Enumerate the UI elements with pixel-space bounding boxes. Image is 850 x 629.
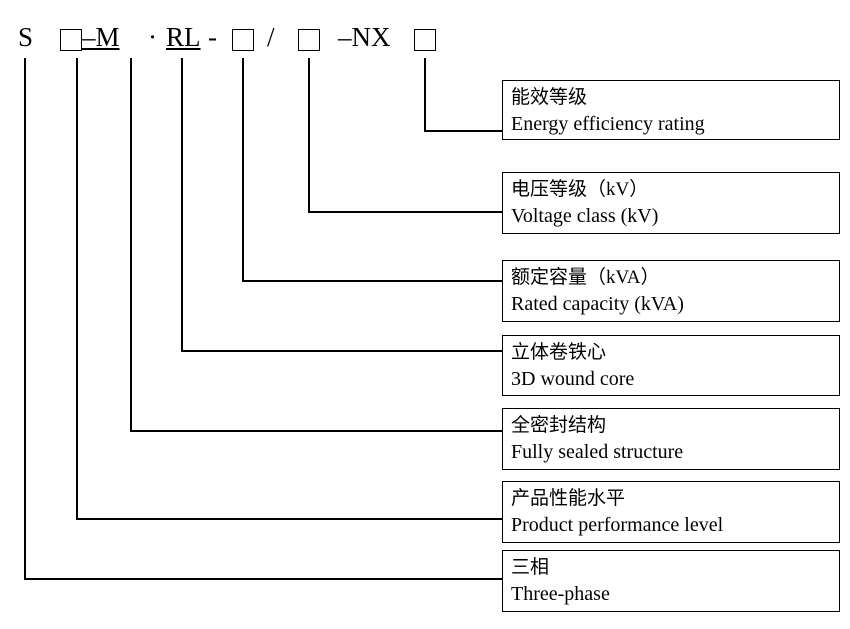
label-en-fully-sealed-structure: Fully sealed structure (511, 441, 684, 463)
leader-horizontal-three-phase (24, 578, 502, 580)
model-code-row: S –M · RL - / –NX (0, 16, 470, 58)
leader-horizontal-rated-capacity (242, 280, 502, 282)
label-en-voltage-class: Voltage class (kV) (511, 205, 659, 227)
label-cn-three-phase: 三相 (511, 557, 550, 578)
label-box-voltage-class: 电压等级（kV） Voltage class (kV) (502, 172, 840, 234)
label-cn-fully-sealed-structure: 全密封结构 (511, 415, 607, 436)
label-box-fully-sealed-structure: 全密封结构 Fully sealed structure (502, 408, 840, 470)
label-en-energy-efficiency-rating: Energy efficiency rating (511, 113, 705, 135)
label-en-rated-capacity: Rated capacity (kVA) (511, 293, 684, 315)
leader-horizontal-voltage-class (308, 211, 502, 213)
label-cn-product-performance-level: 产品性能水平 (511, 488, 626, 509)
leader-horizontal-energy-efficiency-rating (424, 130, 502, 132)
code-box-capacity (232, 29, 254, 51)
leader-vertical-fully-sealed-structure (130, 58, 132, 430)
label-en-3d-wound-core: 3D wound core (511, 368, 635, 390)
code-token-0: S (18, 22, 34, 52)
label-box-3d-wound-core: 立体卷铁心 3D wound core (502, 335, 840, 396)
code-token-4: - (208, 22, 217, 52)
label-cn-energy-efficiency-rating: 能效等级 (511, 87, 588, 108)
code-box-efficiency (414, 29, 436, 51)
leader-vertical-energy-efficiency-rating (424, 58, 426, 130)
leader-vertical-three-phase (24, 58, 26, 578)
label-box-three-phase: 三相 Three-phase (502, 550, 840, 612)
leader-vertical-voltage-class (308, 58, 310, 211)
code-token-6: –NX (338, 22, 391, 52)
label-cn-rated-capacity: 额定容量（kVA） (511, 267, 660, 288)
label-en-three-phase: Three-phase (511, 583, 610, 605)
label-box-product-performance-level: 产品性能水平 Product performance level (502, 481, 840, 543)
code-box-voltage (298, 29, 320, 51)
label-box-rated-capacity: 额定容量（kVA） Rated capacity (kVA) (502, 260, 840, 322)
code-token-2: · (148, 22, 157, 52)
leader-horizontal-fully-sealed-structure (130, 430, 502, 432)
label-cn-voltage-class: 电压等级（kV） (511, 179, 649, 200)
leader-vertical-3d-wound-core (181, 58, 183, 350)
leader-vertical-product-performance-level (76, 58, 78, 518)
label-cn-3d-wound-core: 立体卷铁心 (511, 342, 607, 363)
code-token-5: / (267, 22, 275, 52)
leader-horizontal-product-performance-level (76, 518, 502, 520)
code-box-performance (60, 29, 82, 51)
label-en-product-performance-level: Product performance level (511, 514, 724, 536)
code-token-3: RL (166, 22, 201, 52)
leader-vertical-rated-capacity (242, 58, 244, 280)
leader-horizontal-3d-wound-core (181, 350, 502, 352)
code-token-1: –M (82, 22, 120, 52)
label-box-energy-efficiency-rating: 能效等级 Energy efficiency rating (502, 80, 840, 140)
